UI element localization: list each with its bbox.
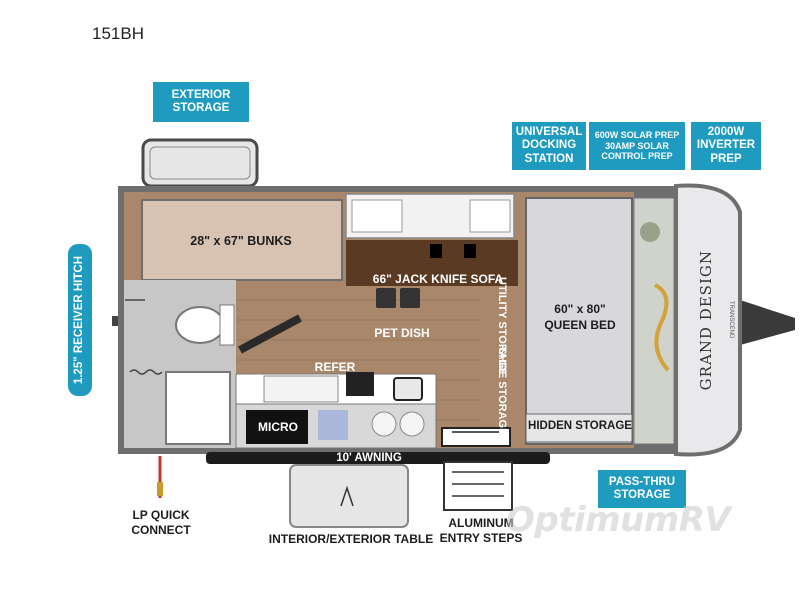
label-entry-steps: ALUMINUM ENTRY STEPS — [436, 516, 526, 546]
label-bunks: 28" x 67" BUNKS — [190, 234, 292, 248]
label-aluminum: ALUMINUM — [448, 516, 514, 530]
callout-receiver-hitch: 1.25" RECEIVER HITCH — [68, 244, 92, 396]
pet-dish-left — [376, 288, 396, 308]
solar-line-2: 30AMP SOLAR — [605, 140, 669, 151]
solar-line-3: CONTROL PREP — [601, 151, 673, 162]
brand-sub-wrap: TRANSCEND — [724, 270, 738, 370]
front-cap — [674, 183, 742, 457]
entry-steps — [443, 461, 513, 511]
label-connect: CONNECT — [131, 523, 191, 537]
toilet — [175, 306, 225, 344]
label-table: INTERIOR/EXTERIOR TABLE — [268, 532, 434, 546]
label-refer: REFER — [314, 360, 356, 374]
brand-logo: GRAND DESIGN — [697, 249, 715, 391]
stove — [346, 372, 374, 396]
label-queen-bed: QUEEN BED — [544, 318, 616, 332]
hitch-frame — [740, 300, 795, 345]
rear-hitch — [112, 316, 122, 326]
bunks — [141, 199, 343, 281]
label-lp-quick-connect: LP QUICK CONNECT — [118, 508, 204, 538]
shower — [165, 371, 231, 445]
label-micro: MICRO — [258, 420, 298, 434]
label-utility-wrap: UTILITY STORAGE — [488, 277, 516, 376]
pet-dish-right — [400, 288, 420, 308]
brand-wrap: GRAND DESIGN — [686, 210, 726, 430]
callout-exterior-storage: EXTERIOR STORAGE — [153, 82, 249, 122]
label-entry: ENTRY STEPS — [439, 531, 523, 545]
refrigerator — [263, 375, 339, 403]
brand-sub: TRANSCEND — [728, 301, 734, 339]
callout-universal-docking: UNIVERSAL DOCKING STATION — [512, 122, 586, 170]
label-pet-dish: PET DISH — [374, 326, 430, 340]
label-hidden-storage: HIDDEN STORAGE — [528, 420, 632, 432]
callout-solar: 600W SOLAR PREP 30AMP SOLAR CONTROL PREP — [589, 122, 685, 170]
label-shoe-wrap: SHOE STORAGE — [488, 347, 516, 435]
sink — [393, 377, 423, 401]
label-shoe: SHOE STORAGE — [496, 346, 508, 436]
watermark-logo: OptimumRV — [506, 500, 731, 540]
label-awning: 10' AWNING — [336, 452, 402, 464]
model-name: 151BH — [92, 24, 144, 43]
label-lp-quick: LP QUICK — [132, 508, 190, 522]
solar-line-1: 600W SOLAR PREP — [594, 130, 680, 141]
hidden-storage — [525, 413, 633, 443]
label-queen-bed-size: 60" x 80" — [554, 302, 606, 316]
callout-inverter: 2000W INVERTER PREP — [691, 122, 761, 170]
label-utility: UTILITY STORAGE — [496, 276, 508, 376]
callout-pass-thru: PASS-THRU STORAGE — [598, 470, 686, 508]
label-sofa: 66" JACK KNIFE SOFA — [372, 272, 504, 286]
queen-bed — [525, 197, 633, 445]
receiver-hitch-text: 1.25" RECEIVER HITCH — [73, 255, 86, 385]
bathroom-door — [238, 314, 302, 354]
micro-box — [246, 410, 308, 444]
